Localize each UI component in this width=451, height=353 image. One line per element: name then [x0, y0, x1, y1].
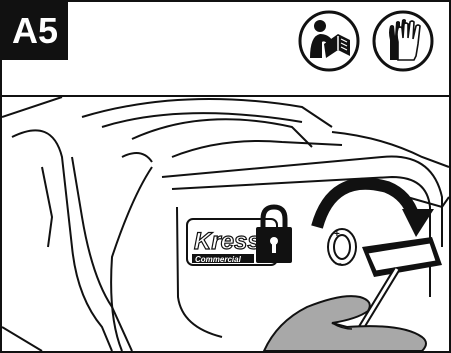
wear-gloves-icon: [372, 10, 434, 72]
brand-text: Kress: [194, 228, 261, 255]
step-label: A5: [2, 2, 68, 60]
brand-subtext: Commercial: [195, 255, 242, 264]
product-illustration: Kress Commercial + –: [2, 97, 449, 351]
read-manual-icon: [298, 10, 360, 72]
svg-text:–: –: [335, 256, 342, 270]
svg-text:+: +: [334, 229, 340, 240]
gloved-hand: [264, 296, 426, 351]
padlock-icon: [256, 207, 292, 263]
adjustment-screw: + –: [328, 229, 356, 270]
panel-header: A5: [2, 2, 449, 97]
